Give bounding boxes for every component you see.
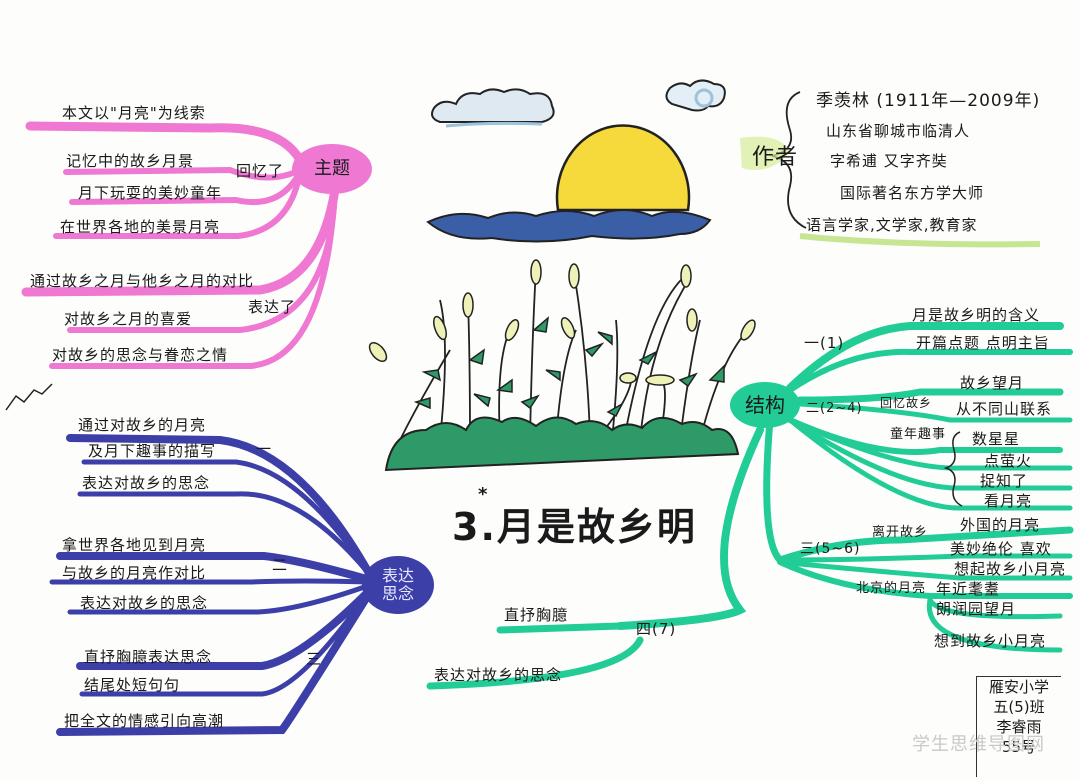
expression-item: 拿世界各地见到月亮 — [62, 536, 207, 554]
structure-node[interactable]: 结构 — [730, 382, 800, 428]
structure-item: 想到故乡小月亮 — [934, 632, 1047, 650]
structure-item: 表达对故乡的思念 — [434, 666, 563, 684]
expression-b3-num: 三 — [306, 650, 323, 668]
structure-branches — [426, 322, 1074, 690]
expression-b2-num: 二 — [272, 556, 289, 574]
author-line: 国际著名东方学大师 — [840, 184, 985, 202]
fun-item: 捉知了 — [980, 472, 1029, 490]
author-underline — [799, 233, 1041, 248]
structure-item: 美妙绝伦 喜欢 — [950, 540, 1052, 558]
structure-p2-sub: 回忆故乡 — [880, 396, 933, 410]
structure-item: 外国的月亮 — [960, 516, 1041, 534]
theme-item: 月下玩耍的美妙童年 — [78, 184, 223, 202]
theme-item: 记忆中的故乡月景 — [66, 152, 195, 170]
reed-heads — [368, 259, 756, 386]
structure-p3-num: 三(5~6) — [800, 541, 861, 557]
theme-connector-2: 表达了 — [248, 298, 297, 316]
student-info-box: 雁安小学 五(5)班 李睿雨 55号 — [976, 676, 1061, 777]
structure-item: 想起故乡小月亮 — [954, 560, 1067, 578]
student-name: 李睿雨 — [996, 718, 1042, 736]
expression-item: 结尾处短句句 — [84, 676, 181, 694]
author-line: 语言学家,文学家,教育家 — [806, 216, 978, 234]
fun-item: 看月亮 — [984, 492, 1033, 510]
class-name: 五(5)班 — [993, 698, 1045, 716]
theme-item: 在世界各地的美景月亮 — [60, 218, 221, 236]
theme-tail-line — [5, 383, 53, 411]
expression-b1-num: 一 — [256, 440, 273, 458]
author-highlight — [740, 136, 790, 170]
cloud-icon-left — [431, 88, 555, 128]
author-line: 山东省聊城市临清人 — [826, 122, 971, 140]
structure-label: 结构 — [745, 393, 785, 417]
theme-item: 对故乡的思念与眷恋之情 — [52, 346, 229, 364]
structure-p3-sub2: 北京的月亮 — [856, 581, 927, 596]
structure-p2-sub2: 童年趣事 — [890, 427, 947, 442]
author-line: 字希逋 又字齐奘 — [830, 152, 948, 170]
theme-item: 对故乡之月的喜爱 — [64, 310, 193, 328]
theme-label: 主题 — [314, 158, 350, 179]
structure-item: 朗润园望月 — [936, 600, 1017, 618]
theme-contrast: 通过故乡之月与他乡之月的对比 — [30, 272, 255, 290]
watermark: 学生思维导图网 — [912, 734, 1045, 755]
expression-branches — [49, 434, 374, 736]
structure-item: 年近耄耋 — [936, 580, 1001, 598]
school-name: 雁安小学 — [988, 678, 1049, 696]
structure-item: 月是故乡明的含义 — [912, 306, 1041, 324]
expression-item: 与故乡的月亮作对比 — [62, 564, 207, 582]
page-title: 3.月是故乡明* — [452, 484, 697, 549]
structure-p1-num: 一(1) — [804, 334, 845, 352]
expression-item: 及月下趣事的描写 — [88, 442, 217, 460]
structure-p3-sub: 离开故乡 — [872, 525, 929, 540]
expression-item: 把全文的情感引向高潮 — [64, 712, 225, 730]
theme-lead: 本文以"月亮"为线索 — [62, 104, 206, 122]
reed-leaves — [413, 316, 725, 418]
moon-icon — [555, 124, 691, 212]
title-mark: * — [478, 484, 490, 505]
expression-node[interactable]: 表达思念 — [362, 556, 434, 614]
theme-node[interactable]: 主题 — [292, 144, 372, 194]
student-number: 55号 — [1001, 738, 1037, 756]
ground-grass — [384, 416, 740, 472]
structure-p2-num: 二(2~4) — [806, 401, 863, 416]
water-waves — [426, 209, 712, 243]
expression-item: 通过对故乡的月亮 — [78, 416, 207, 434]
structure-item: 故乡望月 — [960, 374, 1025, 392]
theme-connector-1: 回忆了 — [236, 162, 285, 180]
structure-item: 直抒胸臆 — [504, 606, 569, 624]
author-line: 季羡林 (1911年—2009年) — [816, 91, 1041, 111]
structure-item: 从不同山联系 — [956, 400, 1053, 418]
expression-item: 表达对故乡的思念 — [80, 594, 209, 612]
structure-item: 开篇点题 点明主旨 — [916, 334, 1050, 352]
expression-item: 直抒胸臆表达思念 — [84, 648, 213, 666]
cloud-icon-right — [665, 79, 726, 112]
theme-branches — [21, 121, 340, 369]
fun-brace — [943, 431, 963, 507]
fun-item: 数星星 — [972, 430, 1021, 448]
fun-item: 点萤火 — [984, 452, 1033, 470]
expression-label: 表达思念 — [381, 566, 414, 603]
reeds-plants — [399, 267, 749, 441]
structure-p4-num: 四(7) — [636, 620, 677, 638]
author-label: 作者 — [752, 145, 799, 170]
expression-item: 表达对故乡的思念 — [82, 474, 211, 492]
